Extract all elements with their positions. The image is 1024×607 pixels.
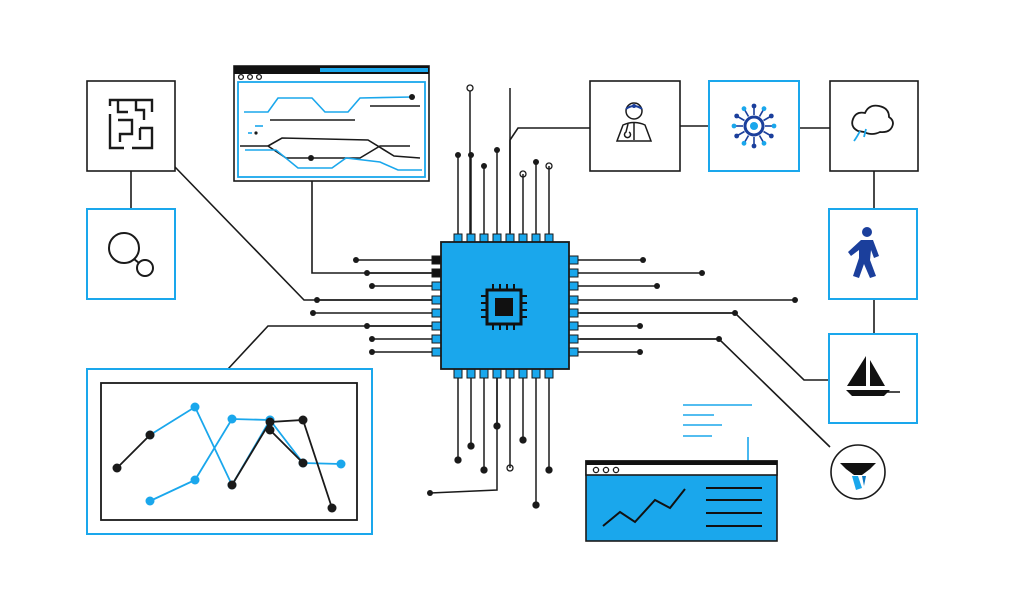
dashboard-window	[585, 404, 778, 542]
maze-node	[86, 80, 176, 172]
header-text-lines	[683, 404, 752, 437]
chip-pad	[431, 268, 442, 278]
chain-links-node	[86, 208, 176, 300]
trace-window	[233, 65, 430, 182]
chip-pad	[492, 368, 502, 379]
microchip-node	[431, 233, 579, 379]
virus-node	[708, 80, 800, 172]
thought-bubble-node	[829, 80, 919, 172]
signal-trace-icon	[240, 94, 422, 171]
chip-pad	[479, 368, 489, 379]
virus-icon	[731, 103, 777, 149]
chip-pad	[518, 368, 528, 379]
doctor-node	[589, 80, 681, 172]
chip-pad	[531, 368, 541, 379]
chip-pad	[568, 347, 579, 357]
walking-person-icon	[848, 227, 879, 278]
chip-pad	[544, 368, 554, 379]
chip-pad	[568, 308, 579, 318]
chip-pad	[568, 281, 579, 291]
chip-pad	[568, 255, 579, 265]
trend-chart-icon	[602, 487, 762, 527]
walking-person-node	[828, 208, 918, 300]
chain-link-icon	[108, 232, 154, 277]
chip-pad	[568, 268, 579, 278]
chip-pad	[431, 295, 442, 305]
chip-pad	[568, 295, 579, 305]
chip-pad	[431, 321, 442, 331]
cpu-chip-icon	[481, 284, 527, 330]
window-controls	[592, 466, 620, 474]
sailboat-icon	[846, 356, 900, 396]
doctor-icon	[615, 102, 653, 142]
chip-pad	[431, 347, 442, 357]
multi-line-chart-icon	[112, 402, 346, 513]
chip-pad	[431, 255, 442, 265]
chip-pad	[568, 334, 579, 344]
maze-icon	[108, 98, 154, 150]
chip-pad	[505, 368, 515, 379]
line-chart-panel	[86, 368, 373, 535]
chip-pin-traces	[310, 84, 798, 509]
chip-pad	[453, 368, 463, 379]
chip-pad	[466, 368, 476, 379]
chip-pad	[431, 281, 442, 291]
chip-pads	[431, 233, 579, 379]
chip-pad	[431, 308, 442, 318]
sailboat-node	[828, 333, 918, 424]
chip-pad	[431, 334, 442, 344]
thought-bubble-icon	[851, 104, 894, 142]
drone-icon	[840, 463, 876, 490]
drone-badge-node	[830, 444, 886, 500]
chip-pad	[568, 321, 579, 331]
window-controls	[237, 73, 263, 81]
